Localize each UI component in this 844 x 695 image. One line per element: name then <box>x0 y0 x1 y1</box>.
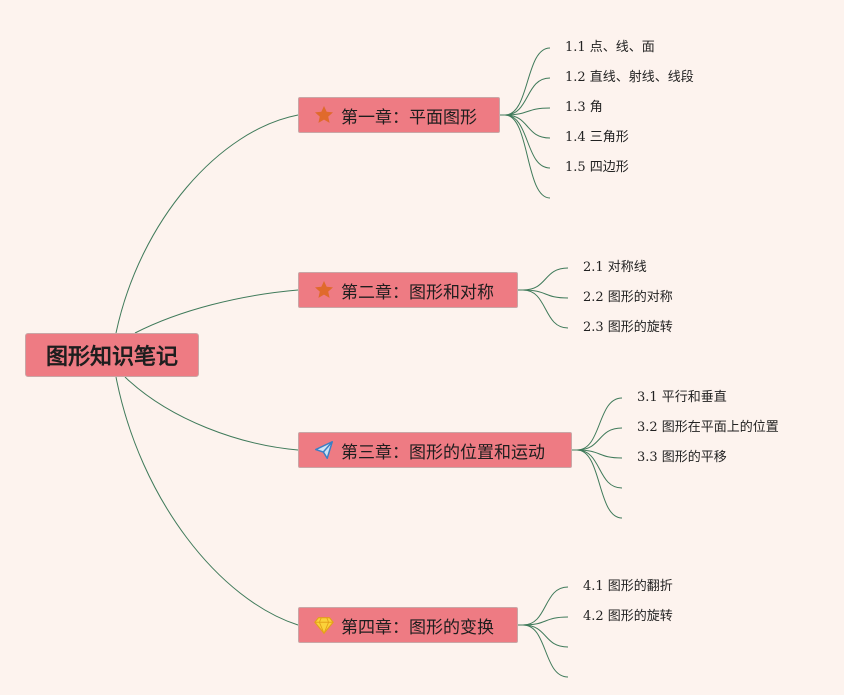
edge-ch2-item1 <box>522 267 569 291</box>
topic-item-2-1[interactable]: 2.1 对称线 <box>583 260 647 275</box>
paper-plane-icon <box>313 439 335 461</box>
edge-ch3-item4 <box>576 449 623 489</box>
topic-item-4-2[interactable]: 4.2 图形的旋转 <box>583 609 673 624</box>
chapter-node-2[interactable]: 第二章：图形和对称 <box>298 272 518 308</box>
chapter-node-1[interactable]: 第一章：平面图形 <box>298 97 500 133</box>
chapter-label-2: 第二章：图形和对称 <box>341 282 494 303</box>
topic-item-4-1[interactable]: 4.1 图形的翻折 <box>583 579 673 594</box>
edge-ch1-item6 <box>504 114 551 199</box>
diamond-icon <box>313 614 335 636</box>
root-label: 图形知识笔记 <box>45 345 178 370</box>
edge-ch1-item3 <box>504 107 551 116</box>
edge-ch3-item5 <box>576 449 623 519</box>
edge-ch4-item3 <box>522 624 569 648</box>
edge-root-ch1 <box>115 114 299 334</box>
topic-item-1-3[interactable]: 1.3 角 <box>565 100 603 115</box>
topic-item-1-5[interactable]: 1.5 四边形 <box>565 160 629 175</box>
chapter-node-3[interactable]: 第三章：图形的位置和运动 <box>298 432 572 468</box>
topic-item-1-2[interactable]: 1.2 直线、射线、线段 <box>565 70 694 85</box>
chapter-node-4[interactable]: 第四章：图形的变换 <box>298 607 518 643</box>
edge-ch1-item2 <box>504 77 551 116</box>
topic-item-1-4[interactable]: 1.4 三角形 <box>565 130 629 145</box>
root-node[interactable]: 图形知识笔记 <box>25 333 199 377</box>
chapter-label-3: 第三章：图形的位置和运动 <box>341 442 545 463</box>
star-icon <box>313 104 335 126</box>
star-icon <box>313 279 335 301</box>
edge-ch1-item4 <box>504 114 551 139</box>
edge-ch4-item1 <box>522 586 569 626</box>
edge-ch4-item4 <box>522 624 569 678</box>
topic-item-2-3[interactable]: 2.3 图形的旋转 <box>583 320 673 335</box>
topic-item-3-2[interactable]: 3.2 图形在平面上的位置 <box>637 420 779 435</box>
topic-item-1-1[interactable]: 1.1 点、线、面 <box>565 40 655 55</box>
edge-ch3-item2 <box>576 427 623 451</box>
edge-ch4-item2 <box>522 616 569 626</box>
topic-item-3-3[interactable]: 3.3 图形的平移 <box>637 450 727 465</box>
edge-root-ch2 <box>134 289 299 334</box>
edge-ch1-item5 <box>504 114 551 169</box>
topic-item-3-1[interactable]: 3.1 平行和垂直 <box>637 390 727 405</box>
chapter-label-1: 第一章：平面图形 <box>341 107 477 128</box>
edge-ch2-item3 <box>522 289 569 329</box>
edge-ch1-item1 <box>504 47 551 116</box>
edge-root-ch4 <box>115 376 299 626</box>
edge-ch3-item1 <box>576 397 623 451</box>
edge-root-ch3 <box>124 376 299 451</box>
chapter-label-4: 第四章：图形的变换 <box>341 617 494 638</box>
topic-item-2-2[interactable]: 2.2 图形的对称 <box>583 290 673 305</box>
